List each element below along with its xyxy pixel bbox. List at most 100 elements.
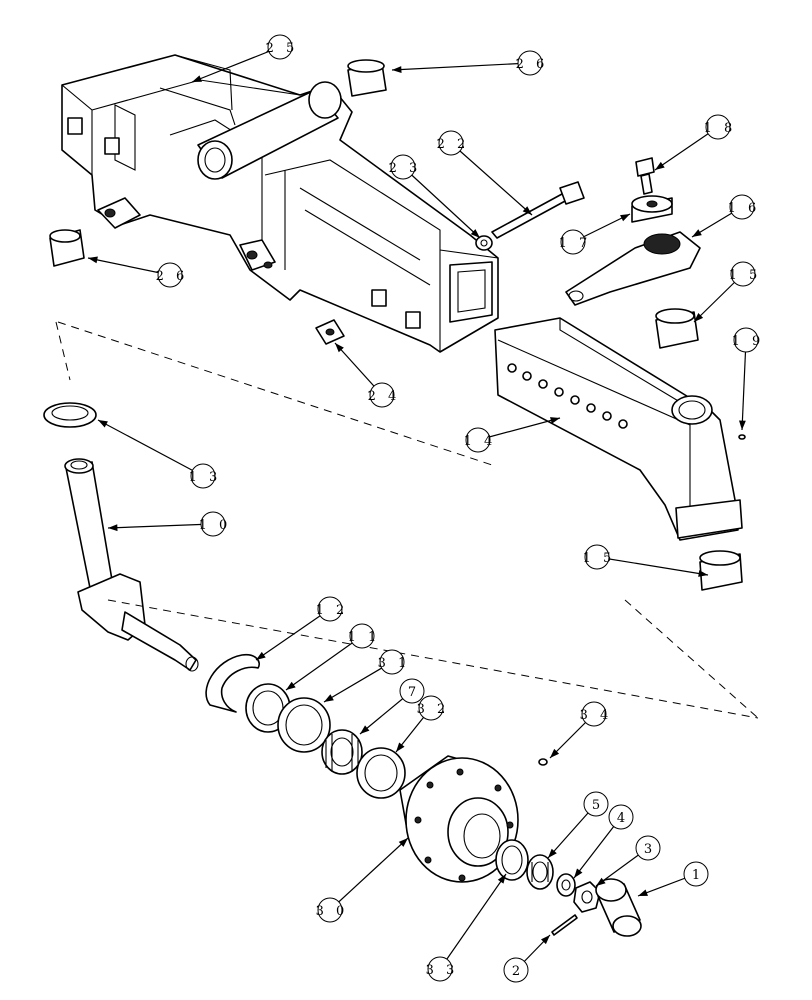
- seal-ring: [43, 402, 97, 428]
- hub-cap: [595, 878, 642, 937]
- grease-fitting: [738, 434, 746, 440]
- callout-label: 1 5: [583, 551, 616, 566]
- callout-label: 3 2: [417, 702, 450, 717]
- callout-c15a: 1 5: [729, 261, 762, 287]
- leader-arrowhead: [88, 256, 98, 264]
- long-bolt: [491, 181, 585, 239]
- callout-circle: [349, 623, 375, 649]
- bushing-lower: [49, 229, 85, 267]
- callout-circle: [683, 861, 709, 887]
- extension-arm: [494, 317, 743, 541]
- castle-nut: [573, 881, 601, 913]
- callout-c33: 3 3: [426, 956, 454, 982]
- thick-washer: [631, 195, 673, 223]
- callout-label: 7: [408, 685, 420, 700]
- callout-circle: [438, 130, 464, 156]
- callout-label: 1 8: [704, 121, 737, 136]
- leader-arrowhead: [540, 935, 550, 945]
- callout-circle: [560, 229, 586, 255]
- callout-label: 1 3: [189, 470, 222, 485]
- callout-c3: 3: [635, 835, 661, 861]
- leader-arrowhead: [596, 877, 606, 886]
- callout-label: 2: [512, 964, 524, 979]
- outer-bearing-cup: [495, 839, 529, 881]
- leader-arrowhead: [360, 725, 370, 734]
- callout-circle: [583, 791, 609, 817]
- leader-arrowhead: [192, 75, 202, 82]
- leader-arrowhead: [698, 570, 708, 577]
- leader-arrowhead: [98, 420, 108, 428]
- callout-c15b: 1 5: [583, 544, 616, 570]
- callout-circle: [581, 701, 607, 727]
- knuckle-bushing-lower: [699, 550, 743, 591]
- leader-arrowhead: [108, 524, 118, 532]
- callout-circle: [390, 154, 416, 180]
- leader-line: [285, 635, 363, 691]
- callout-c18: 1 8: [704, 114, 737, 140]
- callout-circle: [369, 382, 395, 408]
- callout-c24: 2 4: [368, 382, 401, 408]
- knuckle-bushing-upper: [655, 308, 699, 349]
- leader-line: [654, 126, 719, 171]
- leader-line: [329, 837, 409, 911]
- callout-circle: [729, 194, 755, 220]
- callout-label: 2 5: [266, 41, 299, 56]
- leader-line: [391, 62, 531, 71]
- callout-c26b: 2 6: [156, 262, 184, 288]
- leader-arrowhead: [256, 651, 266, 660]
- outer-bearing-cone: [526, 854, 554, 890]
- callout-circle: [503, 957, 529, 983]
- callout-label: 4: [617, 811, 629, 826]
- leader-arrowhead: [638, 889, 648, 896]
- callout-c12: 1 2: [316, 596, 344, 622]
- callout-label: 2 4: [368, 389, 401, 404]
- callout-label: 1 9: [732, 334, 765, 349]
- leader-line: [97, 419, 204, 477]
- leader-arrowhead: [470, 229, 480, 238]
- callout-c10: 1 0: [199, 511, 227, 537]
- callout-label: 2 3: [389, 161, 422, 176]
- leader-line: [450, 142, 533, 216]
- callout-c26a: 2 6: [516, 50, 549, 76]
- callout-circle: [418, 695, 444, 721]
- callout-c17: 1 7: [559, 229, 587, 255]
- leader-arrowhead: [335, 343, 344, 353]
- callout-label: 1 4: [464, 434, 497, 449]
- callout-circle: [200, 511, 226, 537]
- steering-arm: [565, 231, 701, 306]
- leader-line: [87, 257, 171, 276]
- callout-circle: [379, 649, 405, 675]
- leader-line: [255, 608, 331, 661]
- callout-c30: 3 0: [316, 897, 349, 923]
- callout-label: 1 5: [729, 268, 762, 283]
- leader-line: [573, 816, 622, 879]
- wheel-hub: [399, 755, 519, 883]
- callout-label: 1 1: [348, 630, 381, 645]
- leader-arrowhead: [396, 742, 405, 752]
- leader-arrowhead: [392, 66, 402, 73]
- callout-circle: [584, 544, 610, 570]
- leader-arrowhead: [694, 312, 704, 322]
- callout-c14: 1 4: [464, 427, 497, 453]
- leader-line: [596, 556, 709, 576]
- leader-arrowhead: [550, 417, 560, 424]
- spindle-washer: [556, 873, 576, 897]
- callout-circle: [157, 262, 183, 288]
- leader-arrowhead: [548, 848, 557, 858]
- callout-label: 2 2: [437, 137, 470, 152]
- callout-c2: 2: [503, 957, 529, 983]
- hub-grease-fitting: [538, 758, 548, 766]
- callout-label: 3 1: [378, 656, 411, 671]
- callout-label: 3 0: [316, 904, 349, 919]
- callouts: 2 52 62 62 22 31 81 61 71 51 92 41 41 31…: [156, 34, 765, 983]
- leader-arrowhead: [522, 206, 532, 215]
- leader-line: [323, 661, 393, 703]
- callout-c34: 3 4: [580, 701, 613, 727]
- callout-label: 3 4: [580, 708, 613, 723]
- leader-arrowhead: [286, 681, 296, 690]
- callout-circle: [190, 463, 216, 489]
- callout-c11: 1 1: [348, 623, 381, 649]
- callout-label: 2 6: [516, 57, 549, 72]
- callout-circle: [705, 114, 731, 140]
